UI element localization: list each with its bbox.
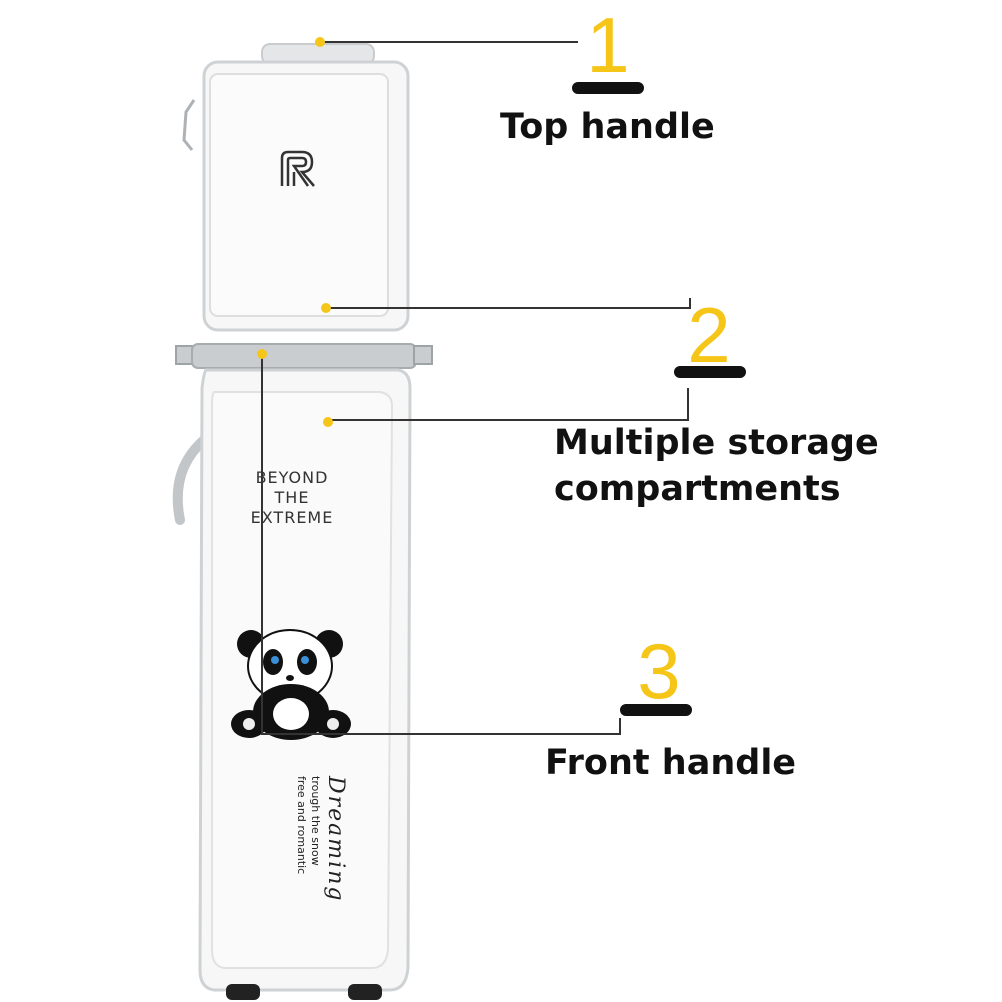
print-line-3: EXTREME (250, 508, 334, 527)
callout-lines (261, 41, 691, 735)
wheel-right (348, 984, 382, 1000)
panda-icon (231, 629, 351, 740)
bag-script-text: Dreaming trough the snow free and romant… (294, 776, 348, 902)
strap-band (191, 343, 417, 369)
script-line-2: free and romantic (295, 776, 308, 875)
print-line-2: THE (274, 488, 310, 507)
bag-print-text: BEYOND THE EXTREME (236, 468, 348, 528)
strap-buckle (413, 345, 433, 365)
callout-label-storage-line-1: Multiple storage (554, 423, 879, 463)
callout-bar-2 (674, 366, 746, 378)
r-logo-icon (280, 150, 315, 187)
side-zipper (182, 99, 196, 151)
callout-number-1: 1 (586, 1, 630, 89)
callout-bar-3 (620, 704, 692, 716)
script-line-1: trough the snow (309, 776, 322, 866)
callout-line-2b (328, 388, 689, 421)
upper-compartment-panel (209, 73, 389, 317)
callout-label-front-handle: Front handle (545, 743, 797, 783)
anchor-dots (257, 37, 333, 427)
side-handle (172, 435, 209, 525)
callout-line-2 (326, 298, 691, 309)
callout-label-top-handle: Top handle (500, 107, 715, 147)
script-title: Dreaming (323, 776, 348, 903)
print-line-1: BEYOND (255, 468, 329, 487)
callout-bar-1 (572, 82, 644, 94)
callout-label-storage-line-2: compartments (554, 469, 841, 509)
callout-line-3 (261, 354, 621, 735)
callout-number-2: 2 (687, 291, 731, 379)
wheel-left (226, 984, 260, 1000)
callout-number-3: 3 (637, 627, 681, 715)
